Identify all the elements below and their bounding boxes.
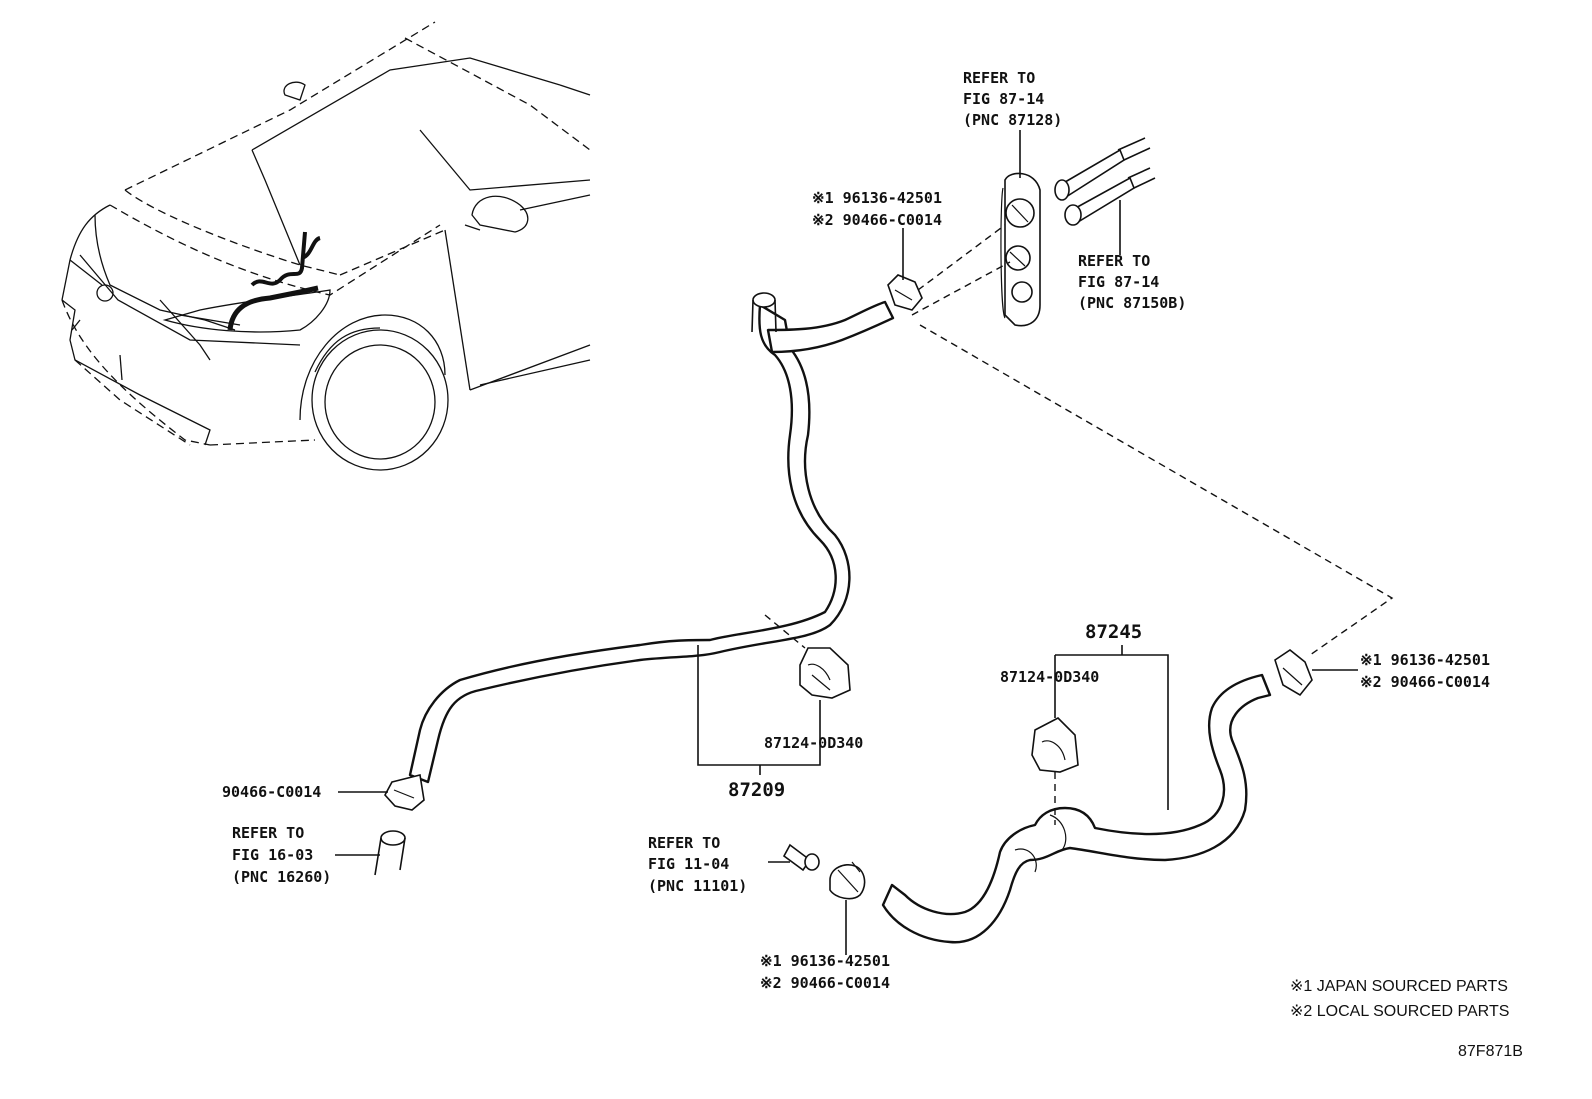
part-number-87209: 87209 xyxy=(728,779,785,801)
label-clip-valve: ※1 96136-42501 ※2 90466-C0014 xyxy=(812,189,942,229)
diagram-id: 87F871B xyxy=(1458,1043,1523,1060)
hose-clamp-lower xyxy=(1031,717,1079,773)
hose-clip-valve xyxy=(887,274,923,311)
legend-note-1: ※1 JAPAN SOURCED PARTS xyxy=(1290,978,1508,995)
clip-valve-japan: ※1 96136-42501 xyxy=(812,189,942,207)
clip-right-local: ※2 90466-C0014 xyxy=(1360,673,1490,691)
heater-pipes xyxy=(1054,137,1156,226)
ref-valve-line3: (PNC 87128) xyxy=(963,111,1062,129)
clip-valve-local: ※2 90466-C0014 xyxy=(812,211,942,229)
ref-valve-line2: FIG 87-14 xyxy=(963,90,1044,108)
clip-right-japan: ※1 96136-42501 xyxy=(1360,651,1490,669)
leader-lines xyxy=(335,130,1358,955)
heater-hose-upper xyxy=(408,292,895,784)
ref-pipe11-line3: (PNC 11101) xyxy=(648,877,747,895)
ref-engine-line1: REFER TO xyxy=(232,824,304,842)
clip-bottom-local: ※2 90466-C0014 xyxy=(760,974,890,992)
engine-pipe-16260 xyxy=(374,830,406,876)
label-ref-valve: REFER TO FIG 87-14 (PNC 87128) xyxy=(963,69,1062,129)
hose-clamp-upper xyxy=(799,647,851,699)
ref-pipes-line2: FIG 87-14 xyxy=(1078,273,1159,291)
hose-clip-right xyxy=(1274,649,1313,697)
clip-bottom-japan: ※1 96136-42501 xyxy=(760,952,890,970)
hose-clip-bottom xyxy=(829,861,866,900)
part-number-clip-engine: 90466-C0014 xyxy=(222,783,321,801)
heater-hose-lower xyxy=(881,673,1272,944)
ref-pipes-line3: (PNC 87150B) xyxy=(1078,294,1186,312)
label-ref-pipe-11: REFER TO FIG 11-04 (PNC 11101) xyxy=(648,834,747,895)
part-number-clamp-lower: 87124-0D340 xyxy=(1000,668,1099,686)
label-clip-right: ※1 96136-42501 ※2 90466-C0014 xyxy=(1360,651,1490,691)
ref-engine-line3: (PNC 16260) xyxy=(232,868,331,886)
water-valve xyxy=(1000,172,1041,327)
ref-valve-line1: REFER TO xyxy=(963,69,1035,87)
label-ref-pipes: REFER TO FIG 87-14 (PNC 87150B) xyxy=(1078,252,1186,312)
part-number-87245: 87245 xyxy=(1085,621,1142,643)
pipe-11101 xyxy=(782,843,820,872)
legend-note-2: ※2 LOCAL SOURCED PARTS xyxy=(1290,1003,1509,1020)
label-ref-engine: REFER TO FIG 16-03 (PNC 16260) xyxy=(232,824,331,886)
hose-clip-engine xyxy=(384,774,425,811)
part-number-clamp-upper: 87124-0D340 xyxy=(764,734,863,752)
legend: ※1 JAPAN SOURCED PARTS ※2 LOCAL SOURCED … xyxy=(1290,978,1509,1020)
label-clip-bottom: ※1 96136-42501 ※2 90466-C0014 xyxy=(760,952,890,992)
ref-engine-line2: FIG 16-03 xyxy=(232,846,313,864)
vehicle-illustration xyxy=(61,21,591,471)
ref-pipes-line1: REFER TO xyxy=(1078,252,1150,270)
ref-pipe11-line1: REFER TO xyxy=(648,834,720,852)
ref-pipe11-line2: FIG 11-04 xyxy=(648,855,729,873)
